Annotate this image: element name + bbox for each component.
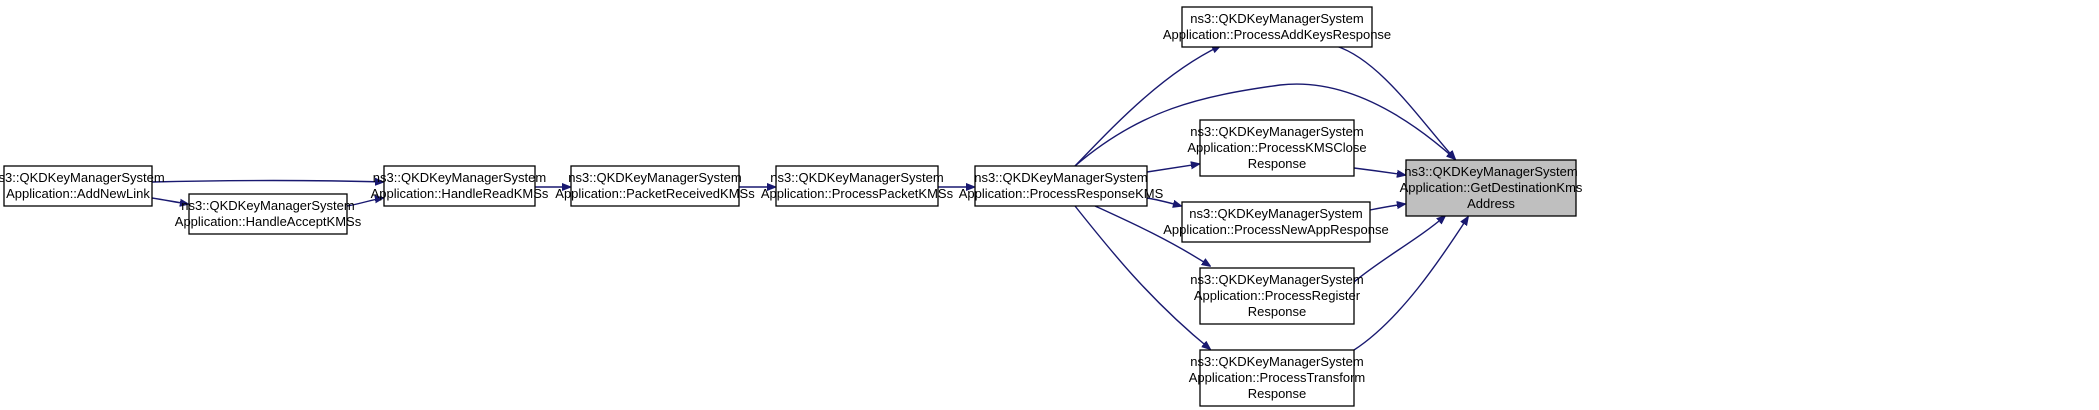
edge-processAddKeysResponse-to-getDestinationKmsAddress xyxy=(1335,45,1455,159)
node-box[interactable] xyxy=(1181,201,1371,243)
edge-handleAcceptKMSs-to-handleReadKMSs xyxy=(346,198,383,207)
node-label-line: Application::GetDestinationKms xyxy=(1400,180,1583,195)
node-label-line: Address xyxy=(1467,196,1515,211)
node-processAddKeysResponse[interactable]: ns3::QKDKeyManagerSystemApplication::Pro… xyxy=(1163,6,1391,48)
node-label-line[interactable]: ns3::QKDKeyManagerSystem xyxy=(181,198,354,213)
node-box[interactable] xyxy=(1199,349,1355,407)
edge-processRegisterResponse-to-getDestinationKmsAddress xyxy=(1353,216,1445,283)
node-label-line[interactable]: ns3::QKDKeyManagerSystem xyxy=(1190,272,1363,287)
edge-processResponseKMS-to-processRegisterResponse xyxy=(1094,205,1210,266)
node-packetReceivedKMSs[interactable]: ns3::QKDKeyManagerSystemApplication::Pac… xyxy=(555,165,755,207)
node-label-line[interactable]: Application::HandleReadKMSs xyxy=(371,186,549,201)
node-label-line[interactable]: Response xyxy=(1248,304,1307,319)
edge-processResponseKMS-to-processKMSCloseResponse xyxy=(1146,164,1199,173)
node-label-line[interactable]: ns3::QKDKeyManagerSystem xyxy=(0,170,165,185)
node-label-line[interactable]: ns3::QKDKeyManagerSystem xyxy=(1190,11,1363,26)
node-box[interactable] xyxy=(974,165,1148,207)
node-processKMSCloseResponse[interactable]: ns3::QKDKeyManagerSystemApplication::Pro… xyxy=(1187,119,1367,177)
node-processNewAppResponse[interactable]: ns3::QKDKeyManagerSystemApplication::Pro… xyxy=(1163,201,1389,243)
edge-processKMSCloseResponse-to-getDestinationKmsAddress xyxy=(1353,167,1405,175)
node-box xyxy=(1405,159,1577,217)
node-label-line[interactable]: ns3::QKDKeyManagerSystem xyxy=(770,170,943,185)
node-label-line[interactable]: Application::PacketReceivedKMSs xyxy=(555,186,755,201)
edges-layer xyxy=(151,45,1468,351)
node-box[interactable] xyxy=(775,165,939,207)
node-processResponseKMS[interactable]: ns3::QKDKeyManagerSystemApplication::Pro… xyxy=(959,165,1164,207)
edge-addNewLink-to-handleAcceptKMSs xyxy=(151,197,188,204)
edge-processResponseKMS-to-processAddKeysResponse xyxy=(1074,46,1220,167)
node-label-line[interactable]: ns3::QKDKeyManagerSystem xyxy=(1189,206,1362,221)
edge-processResponseKMS-to-getDestinationKmsAddress xyxy=(1074,83,1455,167)
node-box[interactable] xyxy=(1199,119,1355,177)
node-getDestinationKmsAddress: ns3::QKDKeyManagerSystemApplication::Get… xyxy=(1400,159,1583,217)
node-box[interactable] xyxy=(3,165,153,207)
node-label-line[interactable]: ns3::QKDKeyManagerSystem xyxy=(974,170,1147,185)
node-label-line[interactable]: ns3::QKDKeyManagerSystem xyxy=(1190,124,1363,139)
edge-addNewLink-to-handleReadKMSs xyxy=(151,181,383,183)
node-label-line[interactable]: Application::ProcessNewAppResponse xyxy=(1163,222,1388,237)
node-label-line[interactable]: Application::ProcessTransform xyxy=(1189,370,1366,385)
node-box[interactable] xyxy=(188,193,348,235)
node-label-line[interactable]: Application::HandleAcceptKMSs xyxy=(175,214,362,229)
edge-processTransformResponse-to-getDestinationKmsAddress xyxy=(1353,217,1468,351)
node-label-line[interactable]: Application::ProcessPacketKMSs xyxy=(761,186,954,201)
node-label-line[interactable]: Response xyxy=(1248,156,1307,171)
node-box[interactable] xyxy=(383,165,536,207)
node-label-line[interactable]: ns3::QKDKeyManagerSystem xyxy=(568,170,741,185)
edge-processNewAppResponse-to-getDestinationKmsAddress xyxy=(1369,204,1405,211)
node-label-line[interactable]: Application::ProcessResponseKMS xyxy=(959,186,1164,201)
node-processRegisterResponse[interactable]: ns3::QKDKeyManagerSystemApplication::Pro… xyxy=(1190,267,1364,325)
node-label-line: ns3::QKDKeyManagerSystem xyxy=(1404,164,1577,179)
node-processPacketKMSs[interactable]: ns3::QKDKeyManagerSystemApplication::Pro… xyxy=(761,165,954,207)
node-box[interactable] xyxy=(570,165,740,207)
node-label-line[interactable]: Application::ProcessAddKeysResponse xyxy=(1163,27,1391,42)
node-label-line[interactable]: ns3::QKDKeyManagerSystem xyxy=(373,170,546,185)
node-box[interactable] xyxy=(1181,6,1373,48)
node-box[interactable] xyxy=(1199,267,1355,325)
edge-processResponseKMS-to-processTransformResponse xyxy=(1074,205,1210,349)
node-addNewLink[interactable]: ns3::QKDKeyManagerSystemApplication::Add… xyxy=(0,165,165,207)
node-processTransformResponse[interactable]: ns3::QKDKeyManagerSystemApplication::Pro… xyxy=(1189,349,1366,407)
node-handleAcceptKMSs[interactable]: ns3::QKDKeyManagerSystemApplication::Han… xyxy=(175,193,362,235)
node-handleReadKMSs[interactable]: ns3::QKDKeyManagerSystemApplication::Han… xyxy=(371,165,549,207)
edge-processResponseKMS-to-processNewAppResponse xyxy=(1146,197,1181,206)
nodes-layer: ns3::QKDKeyManagerSystemApplication::Add… xyxy=(0,6,1583,407)
node-label-line[interactable]: Application::ProcessKMSClose xyxy=(1187,140,1366,155)
node-label-line[interactable]: Application::AddNewLink xyxy=(6,186,150,201)
node-label-line[interactable]: Response xyxy=(1248,386,1307,401)
node-label-line[interactable]: Application::ProcessRegister xyxy=(1194,288,1361,303)
node-label-line[interactable]: ns3::QKDKeyManagerSystem xyxy=(1190,354,1363,369)
